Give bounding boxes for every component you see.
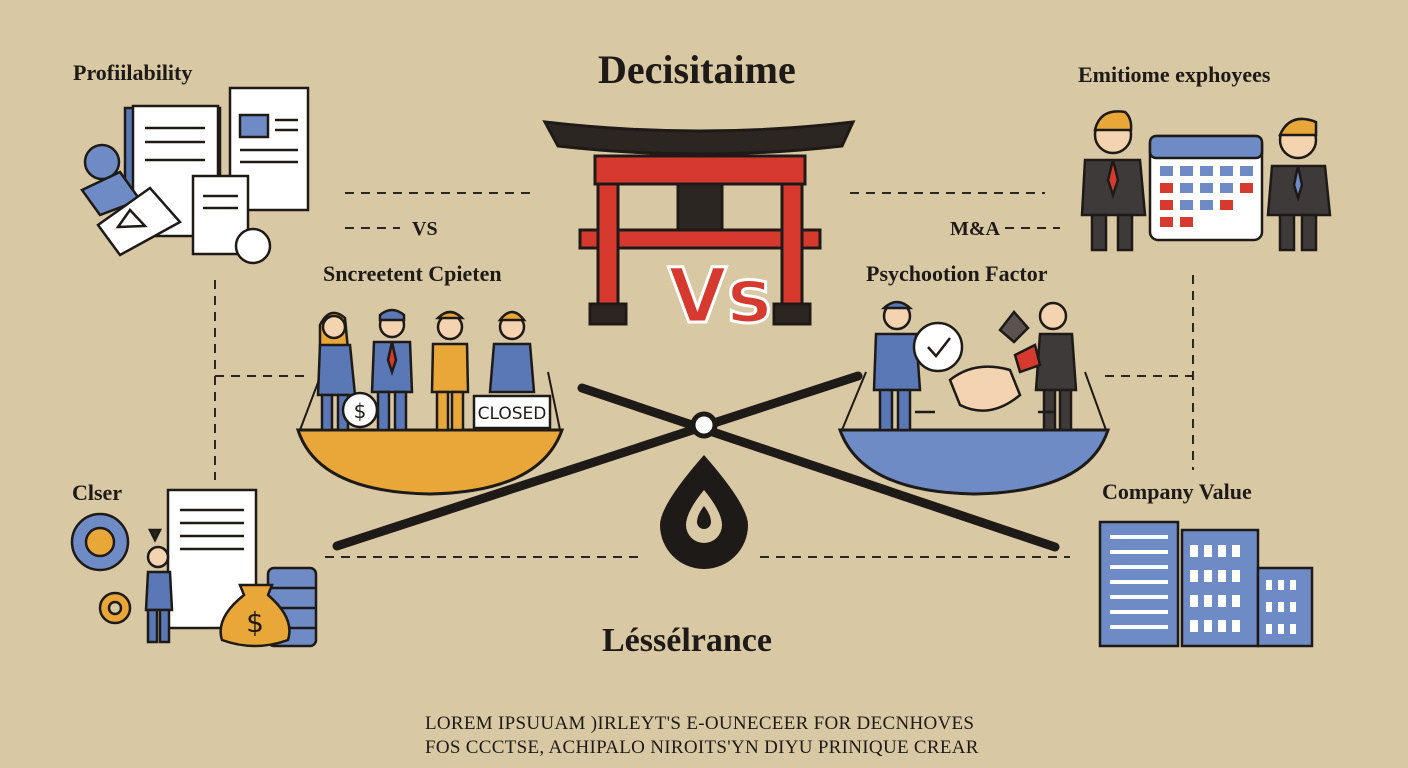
- label-right-mna: M&A: [950, 218, 1000, 240]
- employees-calendar-icon: [1080, 110, 1332, 252]
- dashed-connectors: [214, 192, 1194, 558]
- torii-gate-icon: [542, 120, 856, 326]
- balance-scale-icon: [295, 371, 1111, 569]
- money-bag-dollar: $: [246, 606, 264, 639]
- handshake-deal-icon: [872, 300, 1078, 432]
- team-people-icon: [316, 308, 552, 432]
- label-right-caption: Psychootion Factor: [866, 261, 1048, 286]
- center-vs-label: Vs: [668, 251, 772, 340]
- closed-sign-text: CLOSED: [478, 404, 547, 424]
- label-left-caption: Sncreetent Cpieten: [323, 261, 502, 286]
- label-closer: Clser: [72, 480, 123, 505]
- bottom-title: Léssélrance: [602, 622, 772, 659]
- company-buildings-icon: [1098, 520, 1314, 648]
- money-bag-dollar-left: $: [354, 399, 367, 423]
- footer-line-2: FOS CCCTSE, ACHIPALO NIROITS'YN DIYU PRI…: [425, 737, 979, 758]
- label-employees: Emitiome exphoyees: [1078, 62, 1271, 87]
- planning-worker-icon: [70, 488, 318, 648]
- documents-icon: [80, 86, 310, 265]
- label-left-vs: VS: [412, 218, 438, 240]
- label-company-value: Company Value: [1102, 479, 1252, 504]
- footer-line-1: LOREM IPSUUAM )IRLEYT'S E-OUNECEER FOR D…: [425, 713, 975, 734]
- label-profitability: Profiilability: [73, 60, 193, 85]
- main-title: Decisitaime: [598, 47, 796, 92]
